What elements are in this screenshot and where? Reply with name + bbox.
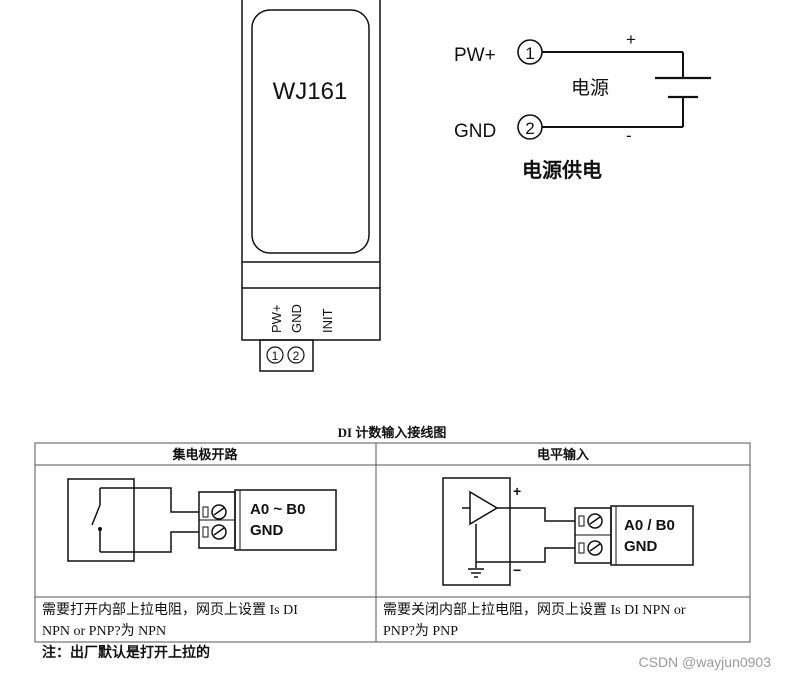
external-device-box: [67, 478, 135, 562]
connector-pin-1: 1: [272, 349, 279, 363]
power-pin1-label: PW+: [454, 45, 496, 66]
col1-terminal-line2: GND: [250, 522, 284, 539]
col1-header: 集电极开路: [171, 447, 238, 462]
module-label-window: [251, 9, 370, 254]
power-source-label: 电源: [571, 77, 609, 99]
open-collector-diagram: A0 ~ B0 GND: [67, 478, 337, 562]
level-input-diagram: + − A0 / B0 GND: [442, 477, 694, 586]
power-pin1-number: 1: [525, 44, 534, 63]
col2-header: 电平输入: [537, 447, 589, 462]
terminal-label-box-2: [610, 505, 694, 566]
col2-terminal-line1: A0 / B0: [624, 517, 675, 534]
connector-pin-2: 2: [293, 349, 300, 363]
col2-note-line1: 需要关闭内部上拉电阻，网页上设置 Is DI NPN or: [383, 602, 686, 618]
terminal-label-pw: PW+: [269, 304, 284, 333]
col1-note-line2: NPN or PNP?为 NPN: [42, 623, 166, 639]
terminal-label-gnd: GND: [289, 304, 304, 333]
power-caption: 电源供电: [522, 158, 602, 182]
connector-plug: [259, 339, 314, 372]
footnote: 注：出厂默认是打开上拉的: [42, 644, 210, 661]
col2-terminal-line2: GND: [624, 538, 658, 555]
di-table-title: DI 计数输入接线图: [338, 425, 447, 440]
col2-note-line2: PNP?为 PNP: [383, 623, 458, 639]
terminal-label-init: INIT: [320, 308, 335, 333]
signal-source-box: [442, 477, 511, 586]
power-plus-sign: +: [626, 30, 636, 49]
di-wiring-table: DI 计数输入接线图 集电极开路 电平输入 A0 ~ B0 GND: [34, 425, 751, 643]
col1-terminal-line1: A0 ~ B0: [250, 501, 305, 518]
module-device: WJ161 PW+ GND INIT 1 2: [241, 0, 381, 372]
terminal-label-box-1: [234, 489, 337, 551]
power-supply-diagram: PW+ 1 + - 电源 GND 2 电源供电: [454, 30, 711, 182]
watermark: CSDN @wayjun0903: [638, 654, 772, 670]
col1-note-line1: 需要打开内部上拉电阻，网页上设置 Is DI: [42, 601, 298, 618]
col2-plus-sign: +: [513, 483, 521, 499]
col2-minus-sign: −: [513, 562, 521, 578]
module-model: WJ161: [273, 78, 348, 105]
power-pin2-circle: [517, 114, 543, 140]
power-minus-sign: -: [626, 126, 632, 145]
power-pin2-label: GND: [454, 121, 496, 142]
power-pin2-number: 2: [525, 119, 534, 138]
terminal-block: [241, 287, 381, 341]
